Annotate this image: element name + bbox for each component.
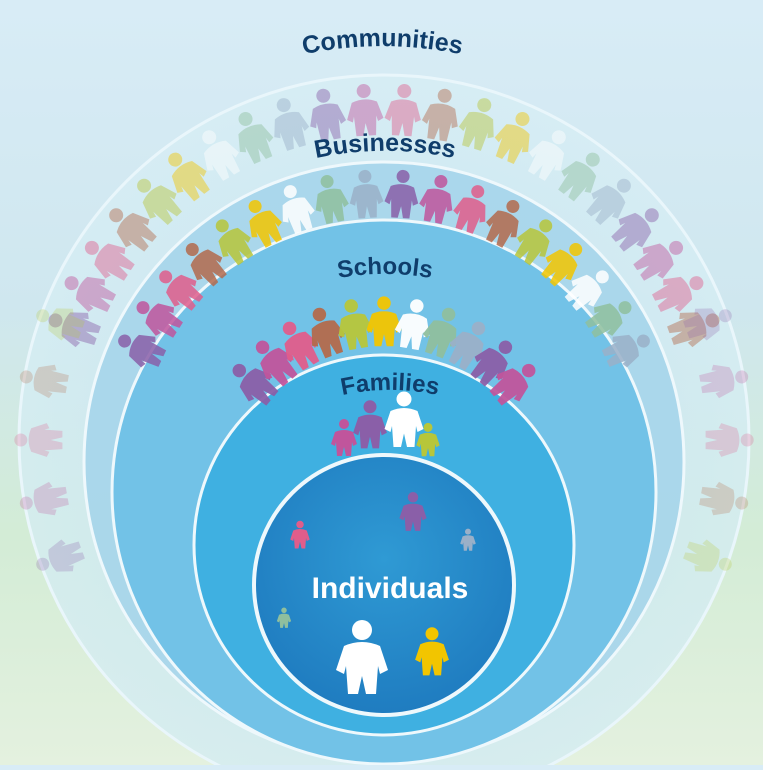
person-icon <box>699 481 749 516</box>
person-icon <box>558 152 600 202</box>
person-icon <box>633 240 684 281</box>
person-icon <box>349 169 384 219</box>
person-icon <box>311 307 346 359</box>
person-icon <box>601 334 650 368</box>
person-icon <box>421 88 458 142</box>
person-icon <box>683 308 732 341</box>
person-icon <box>416 422 440 457</box>
person-icon <box>282 185 315 234</box>
person-icon <box>310 88 347 142</box>
person-icon <box>19 364 69 399</box>
person-icon <box>336 620 388 694</box>
person-icon <box>290 520 310 549</box>
person-icon <box>453 185 486 234</box>
person-icon <box>19 481 69 516</box>
person-icon <box>202 130 241 181</box>
person-icon <box>248 199 282 248</box>
person-icon <box>564 270 609 311</box>
ring-label-communities: Communities <box>300 24 466 60</box>
person-icon <box>541 243 583 287</box>
person-icon <box>384 169 419 219</box>
person-icon <box>347 83 384 137</box>
person-icon <box>282 321 320 371</box>
ring-label-individuals: Individuals <box>312 572 469 605</box>
person-icon <box>651 276 704 312</box>
person-icon <box>419 175 453 225</box>
person-icon <box>399 492 427 531</box>
person-icon <box>315 175 349 225</box>
person-icon <box>159 270 204 311</box>
person-icon <box>705 423 754 457</box>
person-icon <box>415 627 449 676</box>
person-icon <box>394 299 430 351</box>
ring-individuals <box>252 453 516 717</box>
person-icon <box>118 334 167 368</box>
person-icon <box>611 208 659 252</box>
person-icon <box>460 528 476 551</box>
person-icon <box>238 111 274 165</box>
person-icon <box>458 98 494 151</box>
person-icon <box>683 539 732 572</box>
person-icon <box>448 321 486 371</box>
person-icon <box>527 130 566 181</box>
person-icon <box>168 152 210 202</box>
ring-label-schools: Schools <box>335 253 434 284</box>
person-icon <box>384 83 421 137</box>
person-icon <box>667 312 720 348</box>
person-icon <box>514 219 553 266</box>
person-icon <box>36 308 85 341</box>
person-icon <box>422 307 457 359</box>
person-icon <box>274 98 310 151</box>
person-icon <box>136 301 183 338</box>
person-icon <box>699 364 749 399</box>
person-icon <box>137 178 182 226</box>
person-icon <box>486 199 520 248</box>
person-icon <box>586 178 631 226</box>
person-icon <box>353 400 387 449</box>
person-icon <box>109 208 157 252</box>
person-icon <box>338 299 374 351</box>
person-icon <box>276 607 292 628</box>
person-icon <box>489 363 536 406</box>
person-icon <box>366 296 402 347</box>
person-icon <box>215 219 254 266</box>
person-icon <box>36 539 85 572</box>
person-icon <box>331 419 357 456</box>
person-icon <box>84 240 135 281</box>
person-icon <box>185 243 227 287</box>
person-icon <box>14 423 63 457</box>
person-icon <box>494 111 530 165</box>
person-icon <box>384 391 424 447</box>
person-icon <box>64 276 117 312</box>
person-icon <box>48 312 101 348</box>
people-figures <box>14 83 754 694</box>
person-icon <box>585 301 632 338</box>
